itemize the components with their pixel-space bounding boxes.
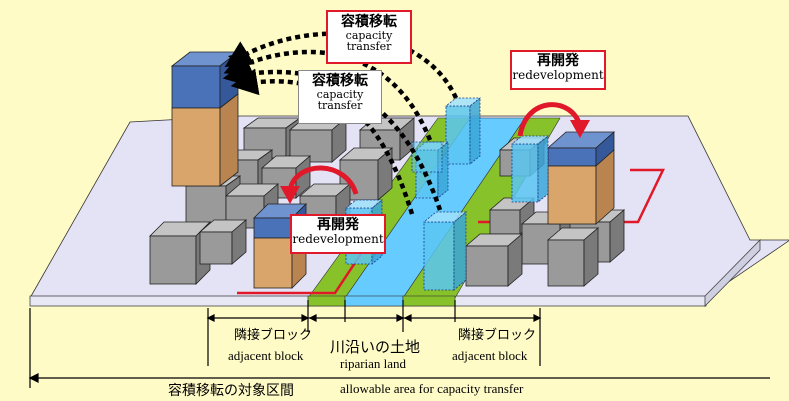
zone-center-jp: 川沿いの土地 (330, 338, 421, 356)
label-jp: 再開発 (537, 53, 579, 69)
redevelopment-building-right (546, 131, 616, 225)
zone-left-en: adjacent block (228, 348, 304, 363)
bottom-label-en: allowable area for capacity transfer (340, 381, 524, 396)
redevelopment-label-left: 再開発 redevelopment (290, 214, 386, 254)
strip-front-green-right (402, 295, 456, 307)
redevelopment-arrow-heads (280, 120, 590, 204)
label-jp: 容積移転 (312, 73, 368, 89)
label-jp: 容積移転 (341, 14, 397, 30)
label-en-1: capacity (345, 28, 393, 42)
label-en-1: capacity (316, 87, 364, 101)
strip-front-river (344, 295, 404, 307)
redevelopment-label-right: 再開発 redevelopment (510, 50, 606, 90)
bottom-label-jp: 容積移転の対象区間 (168, 383, 294, 399)
ground-right-edge (704, 239, 761, 307)
label-en-2: transfer (317, 99, 363, 113)
capacity-transfer-label-mid: 容積移転 capacity transfer (298, 70, 382, 124)
transfer-arrow-heads (228, 52, 246, 82)
label-en: redevelopment (512, 67, 604, 82)
label-jp: 再開発 (317, 217, 359, 233)
redevelopment-arrows (287, 102, 583, 195)
zone-right-en: adjacent block (452, 348, 528, 363)
capacity-transfer-label-top: 容積移転 capacity transfer (326, 10, 412, 64)
zone-left-jp: 隣接ブロック (234, 328, 313, 343)
label-en-2: transfer (346, 40, 392, 54)
label-en: redevelopment (292, 231, 384, 246)
zone-right-jp: 隣接ブロック (458, 328, 537, 343)
transparent-capacity-blocks (344, 97, 550, 291)
dimension-lines (28, 300, 770, 388)
gray-buildings (149, 117, 626, 287)
tall-building-left (170, 51, 240, 187)
strip-front-green-left (307, 295, 346, 307)
zone-center-en: riparian land (340, 356, 407, 371)
